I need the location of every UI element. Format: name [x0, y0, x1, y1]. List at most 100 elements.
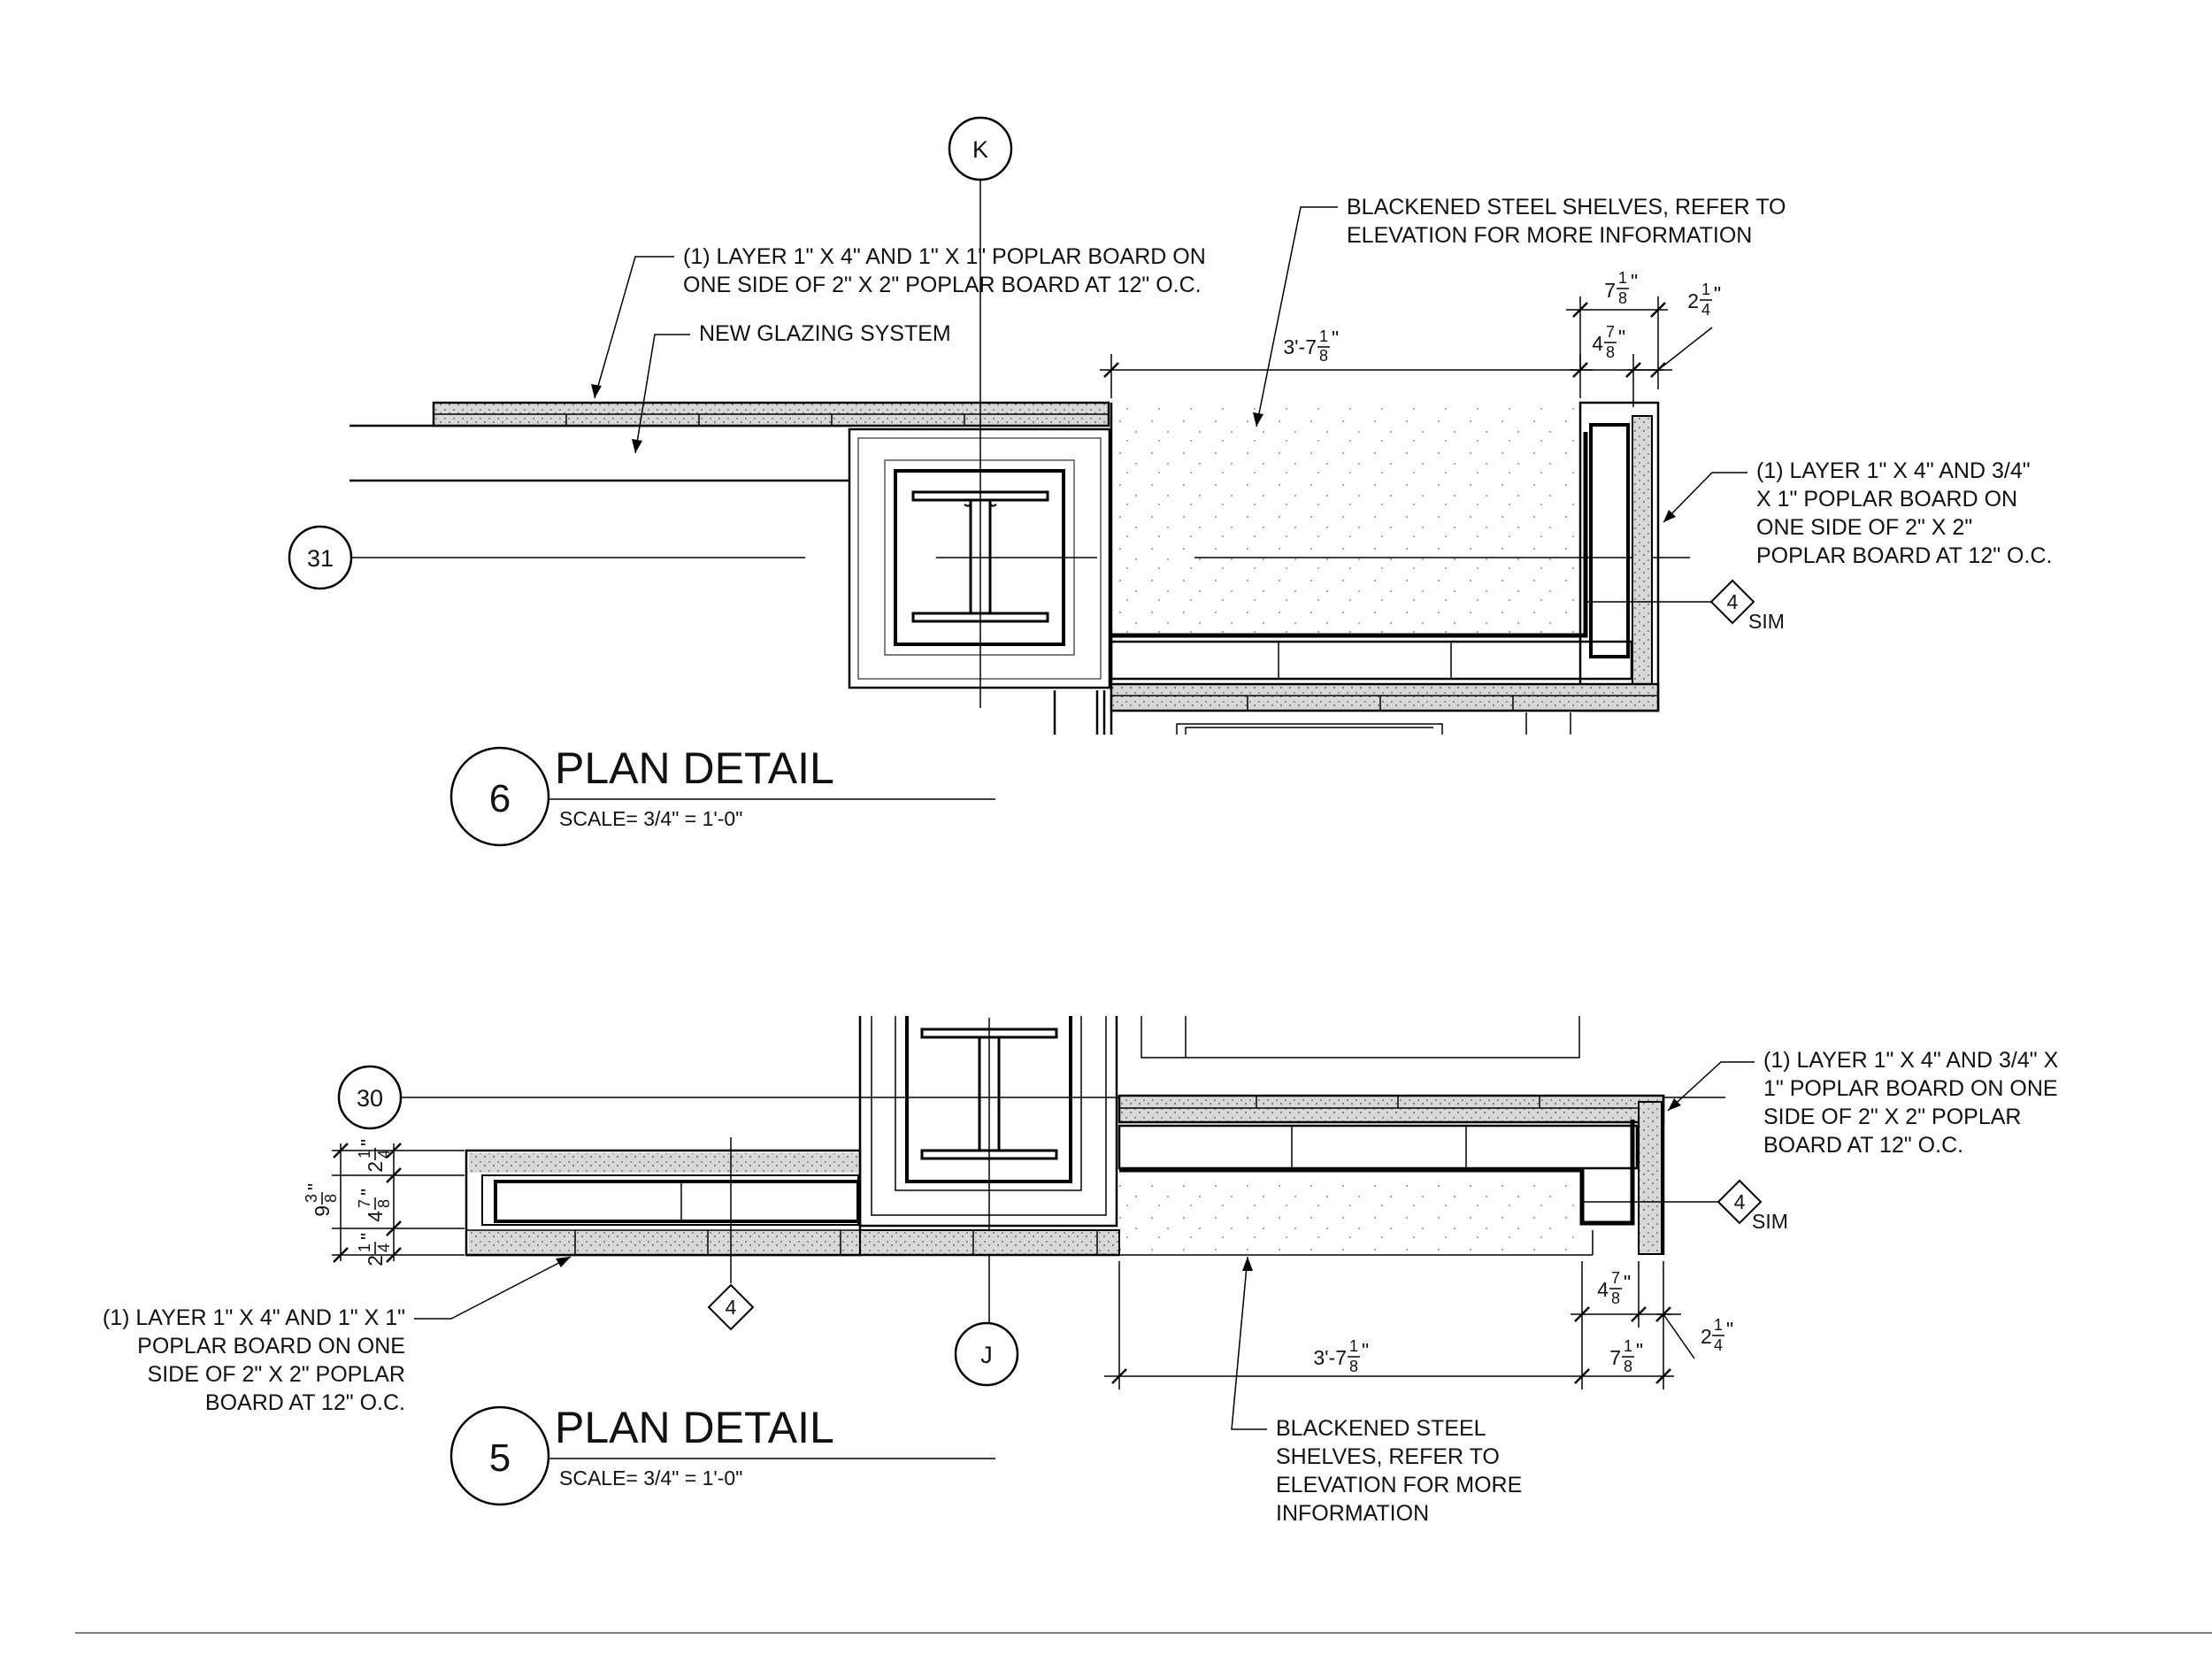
- note-shelves-bottom-line-2: SHELVES, REFER TO: [1276, 1444, 1500, 1469]
- dim-c-top-num: 1: [1701, 281, 1710, 298]
- note-poplar-right-top: (1) LAYER 1" X 4" AND 3/4" X 1" POPLAR B…: [1663, 458, 2052, 568]
- section-tag-4-top-sim: SIM: [1748, 610, 1785, 633]
- dimension-c-bottom: 2 1 4 ": [1655, 1306, 1733, 1359]
- dim-c-bottom-whole: 2: [1701, 1325, 1712, 1348]
- note-shelves-bottom-line-4: INFORMATION: [1276, 1501, 1429, 1526]
- dim-height-total-whole: 9: [311, 1205, 334, 1217]
- grid-bubble-31: 31: [288, 525, 353, 590]
- dim-height-bot-whole: 2: [364, 1255, 387, 1266]
- dim-a-bottom-whole: 7: [1609, 1346, 1621, 1369]
- dim-overall-top-whole: 3'-7: [1283, 335, 1317, 358]
- note-poplar-right-top-line-4: POPLAR BOARD AT 12" O.C.: [1756, 543, 2052, 568]
- dim-c-top-den: 4: [1701, 301, 1710, 319]
- note-poplar-left-bottom-line-4: BOARD AT 12" O.C.: [205, 1390, 405, 1415]
- note-poplar-left-bottom-line-2: POPLAR BOARD ON ONE: [137, 1334, 405, 1359]
- note-glazing: NEW GLAZING SYSTEM: [632, 321, 951, 454]
- blackened-steel-shelf: [1111, 403, 1580, 633]
- dim-height-mid-den: 8: [375, 1199, 393, 1208]
- dim-b-top-whole: 4: [1592, 332, 1603, 355]
- dim-b-bottom-whole: 4: [1597, 1278, 1609, 1301]
- grid-bubble-k: K: [948, 116, 1013, 181]
- detail-5-scale: SCALE= 3/4" = 1'-0": [559, 1466, 742, 1490]
- section-tag-4-bottom-number: 4: [1734, 1190, 1746, 1213]
- dimension-overall-top: 3'-7 1 8 ": [1100, 327, 1593, 398]
- section-tag-4-sim-top: 4 SIM: [1709, 579, 1785, 633]
- dim-height-mid-num: 7: [356, 1199, 373, 1208]
- note-shelves-top-line-2: ELEVATION FOR MORE INFORMATION: [1347, 223, 1752, 248]
- dimension-height-left: 9 3 8 " 2 1 4 " 4 7 8 " 2 1 4 ": [303, 1139, 465, 1266]
- dim-overall-bottom-num: 1: [1349, 1337, 1358, 1355]
- section-tag-4-left-number: 4: [726, 1296, 737, 1319]
- note-poplar-top-line-1: (1) LAYER 1" X 4" AND 1" X 1" POPLAR BOA…: [683, 244, 1206, 269]
- dim-b-top-den: 8: [1606, 343, 1615, 361]
- dim-b-bottom-unit: ": [1624, 1271, 1631, 1294]
- detail-5-title-block: 5 PLAN DETAIL SCALE= 3/4" = 1'-0": [449, 1403, 995, 1506]
- grid-bubble-30: 30: [337, 1065, 403, 1130]
- note-poplar-right-bottom-line-4: BOARD AT 12" O.C.: [1763, 1133, 1963, 1158]
- grid-bubble-j-label: J: [980, 1342, 993, 1368]
- dim-b-top-num: 7: [1606, 323, 1615, 341]
- detail-5-number: 5: [489, 1436, 511, 1480]
- note-poplar-right-top-line-1: (1) LAYER 1" X 4" AND 3/4": [1756, 458, 2031, 483]
- dim-height-mid-whole: 4: [364, 1211, 387, 1222]
- dim-overall-top-unit: ": [1332, 327, 1339, 350]
- dim-c-bottom-den: 4: [1714, 1336, 1723, 1354]
- note-shelves-top: BLACKENED STEEL SHELVES, REFER TO ELEVAT…: [1253, 195, 1786, 427]
- detail-6-title-block: 6 PLAN DETAIL SCALE= 3/4" = 1'-0": [449, 743, 995, 847]
- dim-c-bottom-num: 1: [1714, 1316, 1723, 1334]
- steel-shelf-edge: [1111, 432, 1588, 638]
- dim-a-bottom-den: 8: [1624, 1358, 1632, 1375]
- grid-bubble-k-label: K: [972, 136, 988, 163]
- dim-height-mid-unit: ": [357, 1189, 380, 1196]
- section-tag-4-left: 4: [707, 1283, 755, 1331]
- steel-shelf-edge-bottom: [1119, 1120, 1635, 1226]
- note-poplar-top: (1) LAYER 1" X 4" AND 1" X 1" POPLAR BOA…: [591, 244, 1206, 399]
- dim-height-top-whole: 2: [364, 1161, 387, 1173]
- section-tag-4-top-number: 4: [1727, 590, 1739, 613]
- note-shelves-top-line-1: BLACKENED STEEL SHELVES, REFER TO: [1347, 195, 1786, 219]
- dim-a-bottom-num: 1: [1624, 1337, 1632, 1355]
- dim-a-top-whole: 7: [1604, 279, 1616, 302]
- note-shelves-bottom: BLACKENED STEEL SHELVES, REFER TO ELEVAT…: [1231, 1256, 1522, 1526]
- note-poplar-left-bottom: (1) LAYER 1" X 4" AND 1" X 1" POPLAR BOA…: [103, 1256, 572, 1415]
- dim-b-top-unit: ": [1618, 326, 1625, 349]
- note-poplar-right-bottom-line-3: SIDE OF 2" X 2" POPLAR: [1763, 1105, 2021, 1129]
- grid-bubble-j: J: [954, 1321, 1019, 1387]
- dim-b-bottom-den: 8: [1611, 1289, 1620, 1307]
- detail-6-scale: SCALE= 3/4" = 1'-0": [559, 807, 742, 830]
- dimension-a-top: 7 1 8 ": [1566, 269, 1668, 389]
- dimension-b-bottom: 4 7 8 ": [1571, 1261, 1672, 1328]
- dim-height-total-unit: ": [303, 1183, 326, 1190]
- blackened-steel-shelf-bottom: [1119, 1175, 1579, 1255]
- section-tag-4-bottom-sim: SIM: [1752, 1210, 1788, 1233]
- note-poplar-left-bottom-line-3: SIDE OF 2" X 2" POPLAR: [148, 1362, 405, 1387]
- dim-height-bot-num: 1: [356, 1243, 373, 1252]
- detail-5-title: PLAN DETAIL: [555, 1403, 834, 1452]
- detail-5-plan: [370, 1016, 1725, 1328]
- dim-height-top-unit: ": [357, 1139, 380, 1146]
- dim-overall-bottom-unit: ": [1362, 1339, 1369, 1362]
- dim-b-bottom-num: 7: [1611, 1269, 1620, 1287]
- dim-overall-bottom-whole: 3'-7: [1313, 1346, 1347, 1369]
- dim-c-top-whole: 2: [1687, 289, 1699, 312]
- dim-height-bot-unit: ": [357, 1233, 380, 1240]
- column-enclosure-outer: [848, 427, 1111, 689]
- grid-bubble-31-label: 31: [307, 545, 334, 572]
- note-poplar-right-top-line-3: ONE SIDE OF 2" X 2": [1756, 515, 1972, 540]
- dim-height-total-num: 3: [303, 1194, 320, 1203]
- dim-c-top-unit: ": [1714, 282, 1721, 305]
- note-glazing-text: NEW GLAZING SYSTEM: [699, 321, 951, 346]
- dim-overall-top-den: 8: [1319, 347, 1328, 365]
- detail-6-number: 6: [489, 777, 511, 820]
- dimension-c-top: 2 1 4 ": [1628, 281, 1721, 378]
- note-poplar-right-bottom-line-2: 1" POPLAR BOARD ON ONE: [1763, 1076, 2058, 1101]
- note-poplar-top-line-2: ONE SIDE OF 2" X 2" POPLAR BOARD AT 12" …: [683, 273, 1202, 297]
- dim-a-top-den: 8: [1618, 289, 1627, 307]
- dim-a-top-num: 1: [1618, 269, 1627, 287]
- column-enclosure-bottom: [858, 1016, 1118, 1228]
- detail-6-title: PLAN DETAIL: [555, 743, 834, 793]
- note-poplar-right-bottom-line-1: (1) LAYER 1" X 4" AND 3/4" X: [1763, 1048, 2059, 1073]
- dim-a-top-unit: ": [1631, 270, 1638, 293]
- dim-height-total-den: 8: [322, 1194, 340, 1203]
